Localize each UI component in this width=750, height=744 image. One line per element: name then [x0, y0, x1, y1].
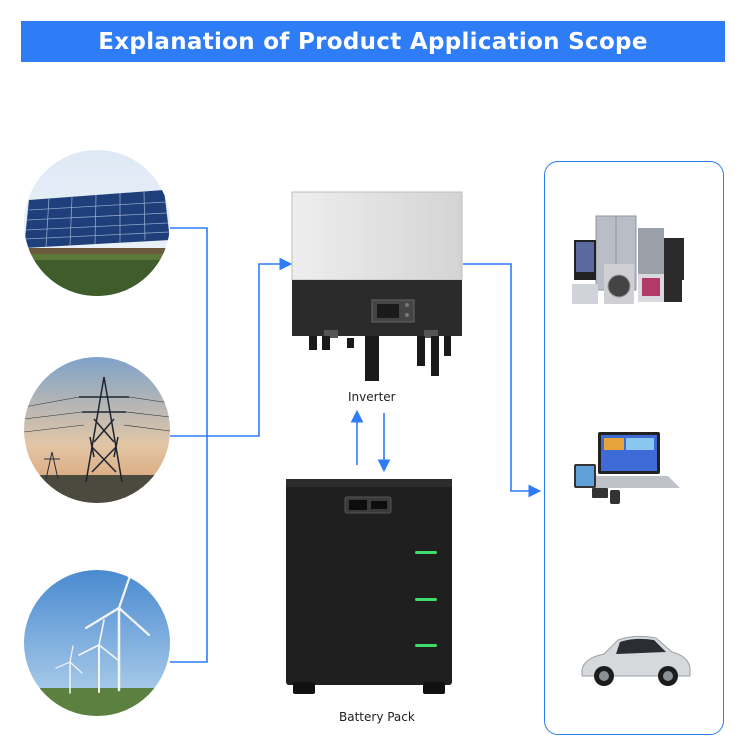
power-grid-image — [24, 357, 170, 503]
inverter-image — [289, 190, 465, 389]
title-banner: Explanation of Product Application Scope — [21, 21, 725, 62]
grid-line — [170, 257, 293, 437]
solar-panels-image — [24, 150, 170, 296]
laptop-and-tablet-image — [570, 428, 690, 512]
inverter-label: Inverter — [348, 390, 396, 404]
solar-line — [170, 227, 208, 663]
page-title: Explanation of Product Application Scope — [98, 28, 648, 55]
wind-turbines-image — [24, 570, 170, 716]
battery-pack-label: Battery Pack — [339, 710, 415, 724]
home-appliances-image — [568, 212, 688, 320]
inverter-to-loads-line — [463, 263, 542, 498]
electric-car-image — [576, 628, 696, 696]
battery-pack-image — [285, 477, 455, 699]
loads-panel — [544, 161, 724, 735]
